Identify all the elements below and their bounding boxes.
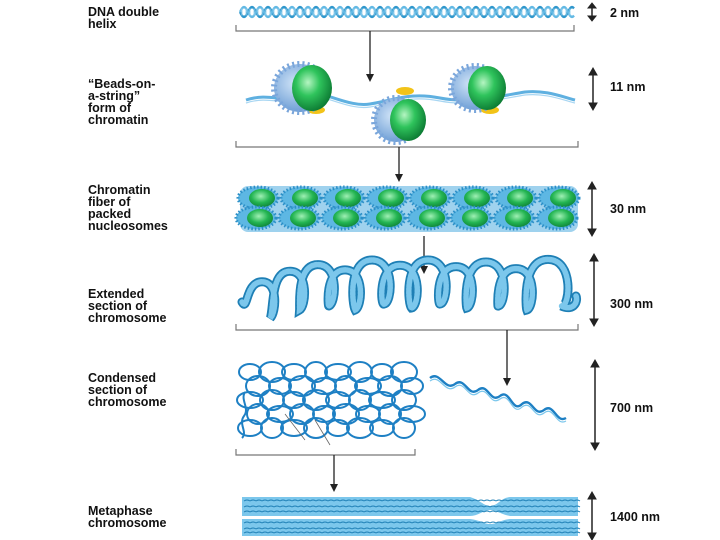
extended-bracket bbox=[236, 324, 578, 330]
arrow-to-extended bbox=[420, 236, 428, 274]
beads-scale-arrow bbox=[589, 68, 597, 110]
arrow-to-fiber bbox=[395, 147, 403, 182]
dna-double-helix bbox=[240, 7, 574, 17]
arrow-to-condensed bbox=[503, 330, 511, 386]
arrow-to-metaphase bbox=[330, 455, 338, 492]
nucleosome bbox=[374, 98, 426, 142]
nucleosome bbox=[274, 64, 332, 112]
condensed-chromosome-section bbox=[237, 362, 566, 445]
nucleosome bbox=[451, 66, 506, 110]
linker-histone bbox=[396, 87, 414, 95]
arrow-to-beads bbox=[366, 31, 374, 82]
condensed-bracket bbox=[236, 449, 415, 455]
extended-scale-arrow bbox=[590, 254, 598, 326]
beads-on-a-string bbox=[246, 64, 575, 142]
beads-bracket bbox=[236, 141, 578, 147]
metaphase-scale-arrow bbox=[588, 492, 596, 540]
dna-bracket bbox=[236, 25, 574, 31]
fiber-scale-arrow bbox=[588, 182, 596, 236]
condensed-scale-arrow bbox=[591, 360, 599, 450]
chromatin-fiber bbox=[236, 186, 579, 232]
extended-chromosome-section bbox=[242, 259, 577, 318]
dna-scale-arrow bbox=[588, 3, 596, 21]
metaphase-chromosome bbox=[242, 497, 580, 536]
